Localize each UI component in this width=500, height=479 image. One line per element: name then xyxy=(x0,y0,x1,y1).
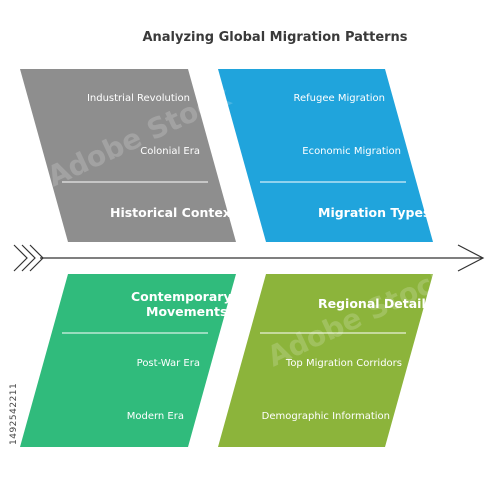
quadrant-regional-shape xyxy=(218,274,433,447)
spine-arrow xyxy=(13,244,485,272)
item-colonial-era: Colonial Era xyxy=(140,146,200,157)
quadrant-migration-types-shape xyxy=(218,69,433,242)
category-migration-types: Migration Types xyxy=(318,205,430,220)
category-contemporary-line1: Contemporary xyxy=(131,289,231,304)
quadrant-historical-shape xyxy=(20,69,236,242)
tail-chevron-2 xyxy=(21,244,36,272)
item-economic-migration: Economic Migration xyxy=(302,146,401,157)
category-regional-details: Regional Details xyxy=(318,296,430,311)
tail-chevron-1 xyxy=(13,244,28,272)
side-stock-id: 1492542211 xyxy=(9,382,19,445)
category-contemporary-line2: Movements xyxy=(146,304,228,319)
item-post-war-era: Post-War Era xyxy=(136,358,200,369)
tail-chevron-3 xyxy=(29,244,44,272)
item-top-migration-corridors: Top Migration Corridors xyxy=(285,358,402,369)
item-demographic-information: Demographic Information xyxy=(261,411,390,422)
item-modern-era: Modern Era xyxy=(126,411,184,422)
quadrant-contemporary-shape xyxy=(20,274,236,447)
category-historical-context: Historical Context xyxy=(110,205,232,220)
item-industrial-revolution: Industrial Revolution xyxy=(86,93,190,104)
item-refugee-migration: Refugee Migration xyxy=(293,93,386,104)
diagram-title: Analyzing Global Migration Patterns xyxy=(142,30,408,45)
